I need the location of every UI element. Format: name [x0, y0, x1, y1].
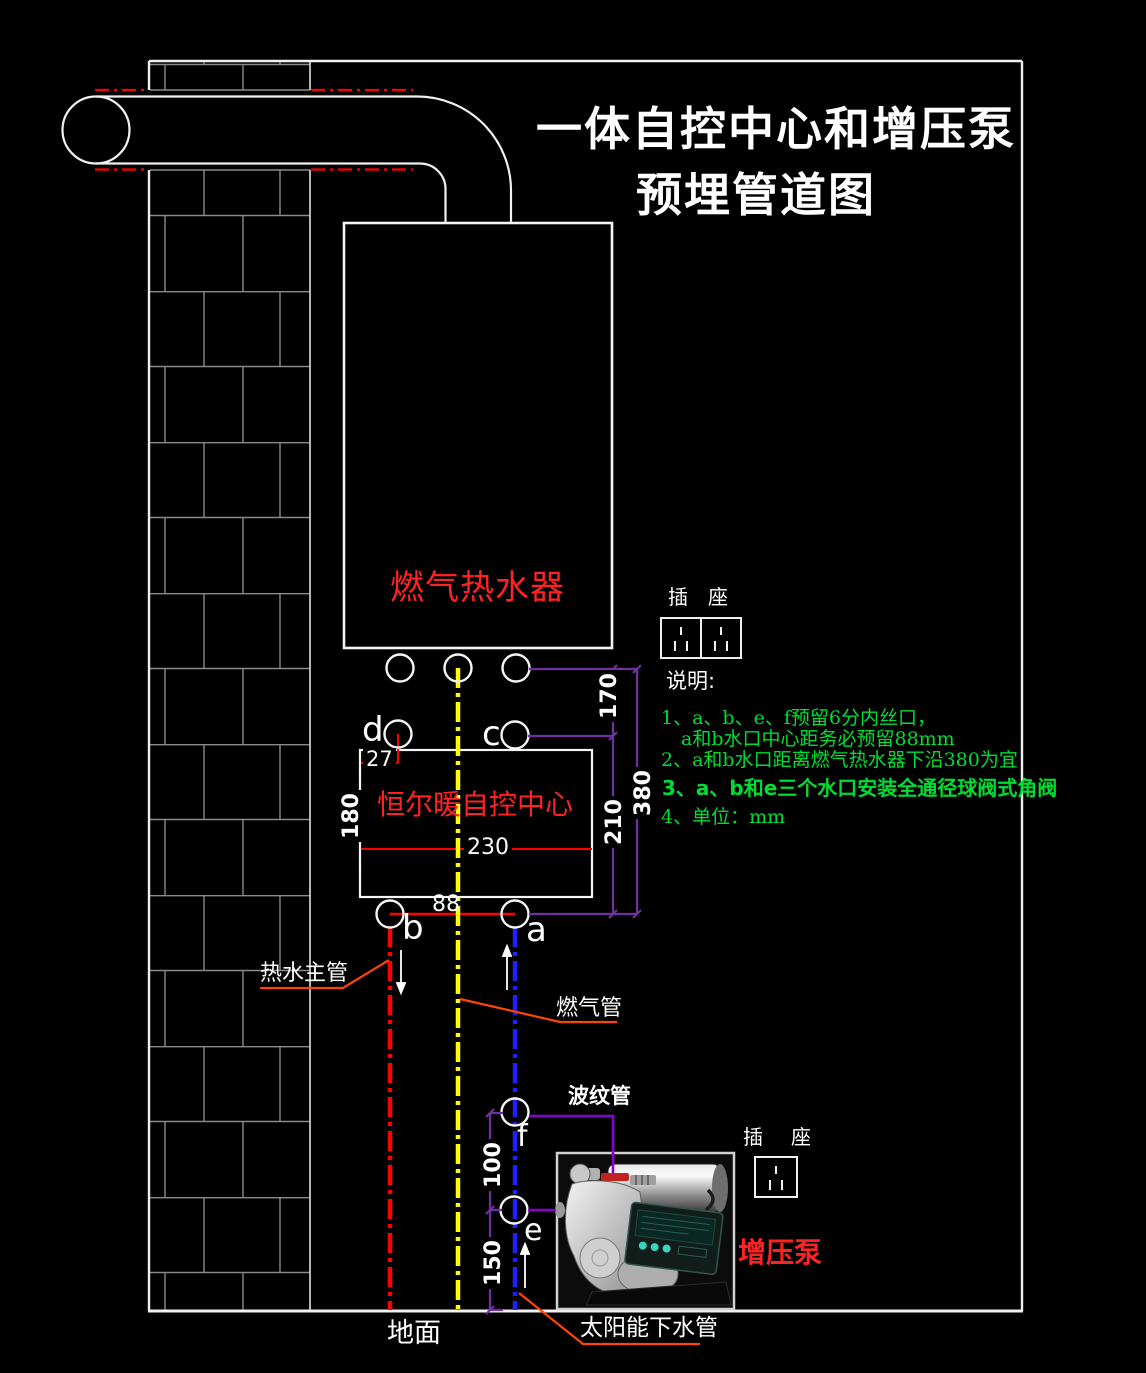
purple-dimension-lines	[485, 664, 642, 1315]
heater-port-left	[385, 653, 415, 683]
dim-170: 170	[597, 670, 622, 722]
dim-150: 150	[481, 1237, 506, 1289]
title-line2: 预埋管道图	[636, 168, 876, 222]
port-a-label: a	[526, 910, 547, 950]
socket-top-label: 插 座	[668, 585, 728, 609]
dim-230: 230	[464, 835, 512, 861]
note-item-4: 4、单位：mm	[661, 806, 786, 828]
dim-88: 88	[432, 892, 460, 917]
note-item-2: 2、a和b水口距离燃气热水器下沿380为宜	[661, 749, 1018, 771]
socket-bottom-label: 插 座	[743, 1125, 815, 1149]
gas-pipe-label: 燃气管	[556, 996, 623, 1021]
control-center-label: 恒尔暖自控中心	[377, 788, 574, 821]
up-flow-arrow-bottom	[519, 1241, 531, 1255]
note-item-1: 1、a、b、e、f预留6分内丝口，	[661, 707, 936, 729]
solar-pipe-leader	[518, 1292, 700, 1346]
water-heater-outline	[342, 221, 614, 650]
dim-380: 380	[631, 767, 656, 819]
port-circles	[375, 653, 531, 1225]
control-center-outline	[358, 748, 594, 899]
up-flow-arrow	[501, 943, 513, 957]
heater-port-right	[501, 653, 531, 683]
flue-pipe	[61, 95, 513, 223]
down-flow-arrow	[395, 982, 407, 996]
flue-opening-circle	[61, 95, 131, 165]
water-heater-label: 燃气热水器	[390, 568, 565, 608]
heater-port-middle	[443, 653, 473, 683]
note-item-1b: a和b水口中心距务必预留88mm	[681, 728, 955, 750]
flow-arrows	[395, 943, 531, 1288]
port-b-circle	[375, 899, 405, 929]
dim-27: 27	[363, 747, 396, 772]
dim-210: 210	[602, 796, 627, 848]
gas-pipe-leader	[459, 997, 617, 1024]
corrugated-pipe-label: 波纹管	[568, 1084, 631, 1108]
port-c-circle	[500, 720, 530, 750]
leader-lines	[260, 959, 700, 1346]
power-socket-icon-bottom	[754, 1156, 798, 1198]
brick-wall	[150, 61, 311, 1311]
port-a-circle	[500, 899, 530, 929]
port-e-label: e	[524, 1213, 543, 1248]
port-f-label: f	[517, 1119, 528, 1154]
note-item-3: 3、a、b和e三个水口安装全通径球阀式角阀	[662, 776, 1058, 800]
booster-pump-photo	[555, 1151, 736, 1311]
pump-connectors	[528, 1114, 615, 1212]
dim-100: 100	[481, 1139, 506, 1191]
booster-pump-label: 增压泵	[738, 1236, 823, 1269]
port-d-circle	[383, 719, 413, 749]
notes-heading: 说明:	[666, 669, 716, 693]
pipe-runs	[387, 668, 518, 1310]
ground-label: 地面	[387, 1318, 441, 1349]
hot-water-leader	[260, 959, 390, 990]
dim-180: 180	[339, 790, 364, 842]
port-c-label: c	[482, 714, 501, 754]
drawing-frame	[147, 59, 1024, 1313]
port-d-label: d	[362, 710, 384, 750]
wall-penetration-centerlines	[95, 88, 413, 171]
solar-down-pipe-label: 太阳能下水管	[580, 1315, 718, 1341]
hot-water-main-label: 热水主管	[260, 961, 349, 986]
power-socket-icon	[660, 617, 742, 659]
title-line1: 一体自控中心和增压泵	[536, 102, 1016, 156]
port-b-label: b	[402, 908, 424, 948]
